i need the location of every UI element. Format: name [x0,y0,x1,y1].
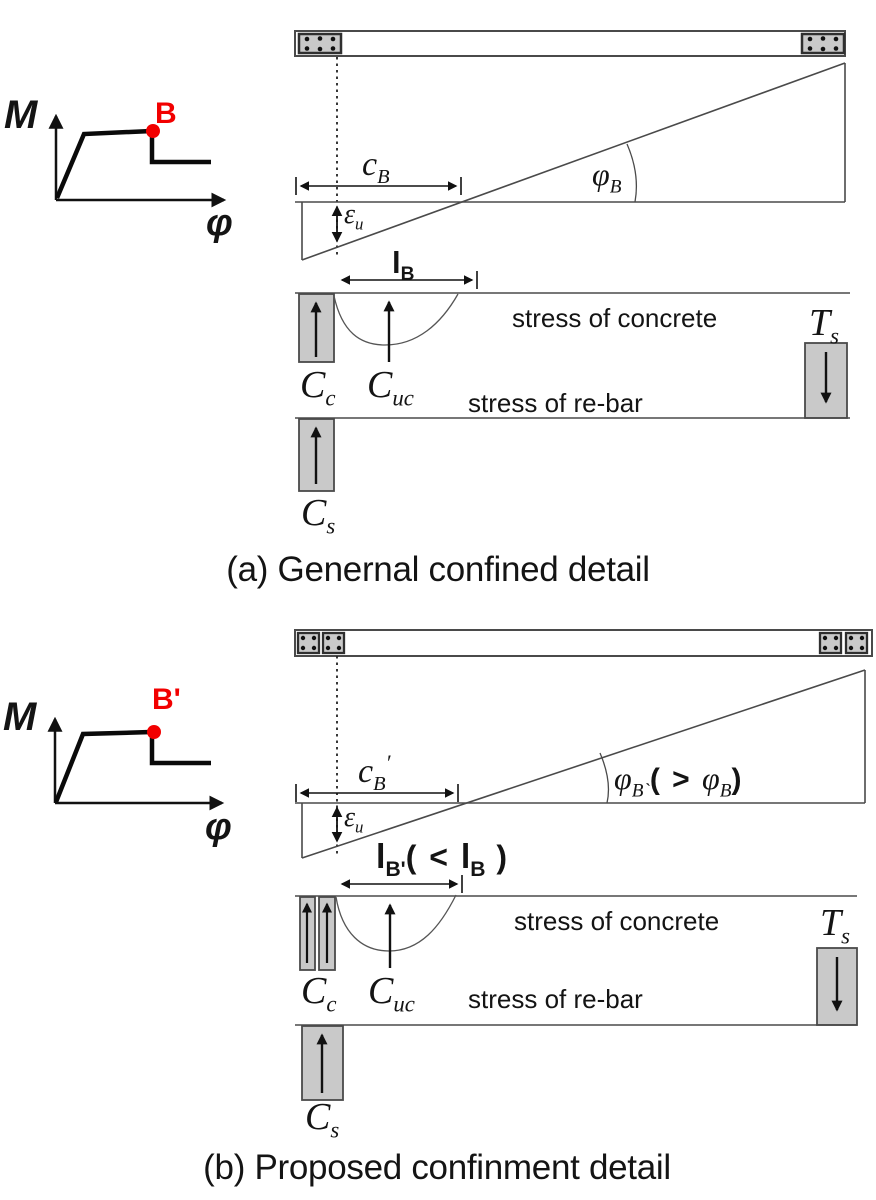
column-section-right-a [800,32,846,55]
cs-label-a: Cs [301,492,336,539]
strain-diagonal-a [301,62,846,261]
panel-a-moment-curvature-plot [48,113,227,208]
stress-of-concrete-text-a: stress of concrete [512,303,718,333]
point-b-prime-dot [147,725,161,739]
panel-b-dimensions [295,784,463,893]
rebar-dots-right-a [807,36,839,52]
m-axis-label-b: M [3,695,37,739]
column-sections-right-b [818,631,869,655]
phi-axis-label-a: φ [206,202,233,244]
cuc-label-b: Cuc [368,970,415,1017]
ts-label-a: Ts [809,302,840,349]
curvature-angle-label-b: φB`( > φB) [614,760,744,802]
stress-of-rebar-text-b: stress of re-bar [468,984,643,1014]
point-b-label: B [155,97,177,130]
panel-b-moment-curvature-plot [47,716,225,811]
phi-angle-arc-a [626,143,638,203]
panel-b-stress-diagram [295,894,858,1101]
panel-a-dimensions [295,177,478,289]
panel-a-stress-diagram [295,292,850,492]
ts-label-b: Ts [820,902,851,949]
cc-label-a: Cc [300,364,336,411]
neutral-depth-label-b: cB′ [358,750,391,795]
unconfined-stress-curve-a [333,293,459,346]
point-b-dot [146,124,160,138]
column-sections-left-b [296,631,346,655]
point-b-prime-label: B' [152,683,181,716]
caption-b: (b) Proposed confinment detail [203,1148,671,1187]
panel-a-beam-elevation [294,30,846,258]
ultimate-strain-label-b: εu [344,802,364,837]
moment-curvature-curve-b [53,729,211,803]
beam-a [294,30,846,57]
stress-of-concrete-text-b: stress of concrete [514,906,720,936]
caption-a: (a) Genernal confined detail [226,550,650,589]
m-axis-label-a: M [4,93,38,137]
moment-curvature-curve-a [54,128,211,199]
cs-label-b: Cs [305,1096,340,1143]
plastic-length-label-b: lB'( < lB ) [376,838,510,881]
cuc-label-a: Cuc [367,364,414,411]
phi-angle-arc-b [599,752,610,804]
strain-diagonal-b [301,669,866,859]
panel-b-curvature-triangle [295,669,866,859]
panel-a-curvature-triangle [295,62,846,261]
unconfined-stress-curve-b [335,894,457,952]
stress-of-rebar-text-a: stress of re-bar [468,388,643,418]
curvature-angle-label-a: φB [592,156,622,198]
phi-axis-label-b: φ [205,806,232,848]
ultimate-strain-label-a: εu [344,199,364,234]
cc-label-b: Cc [301,970,337,1017]
column-section-left-a [297,32,343,55]
neutral-depth-label-a: cB [362,146,390,188]
beam-b [294,629,873,657]
panel-b-beam-elevation [294,629,873,856]
plastic-length-label-a: lB [392,245,415,286]
rebar-dots-left-a [304,36,336,52]
